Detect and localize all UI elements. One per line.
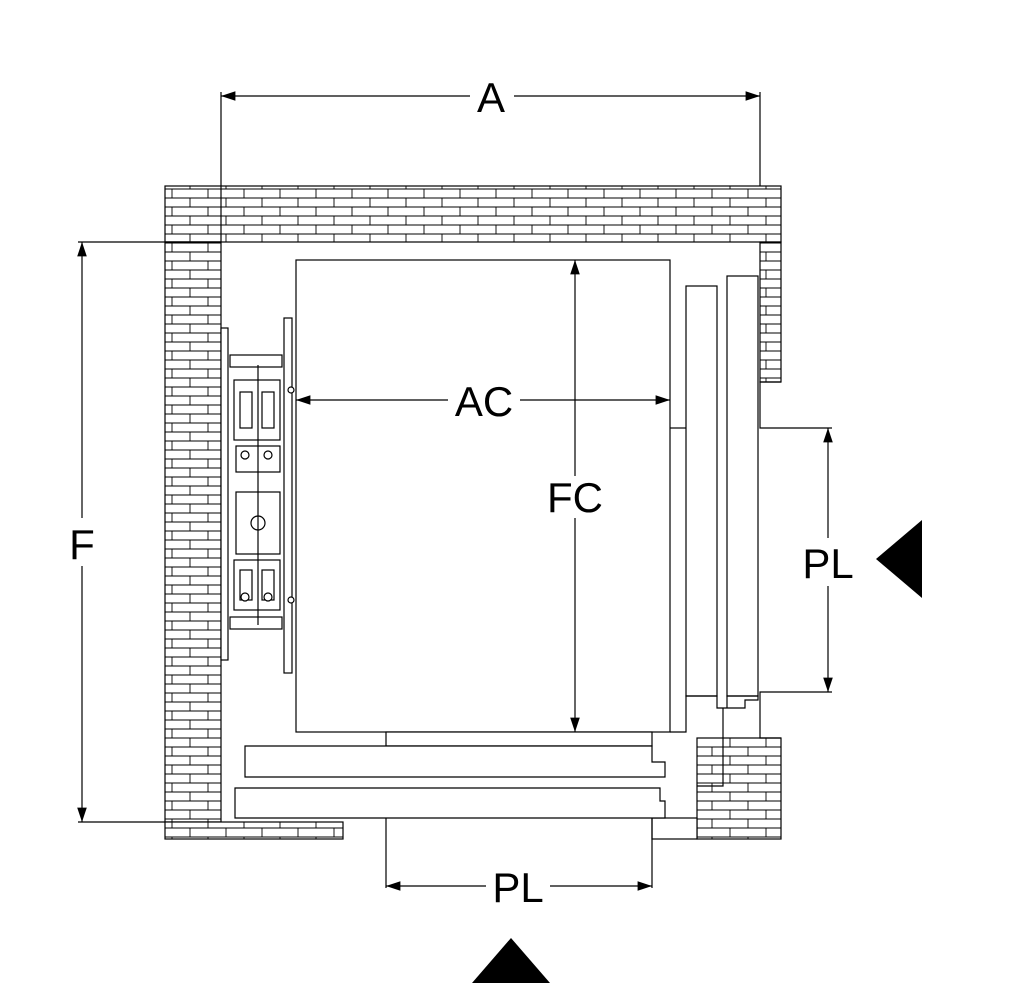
bottom-wall-right [651, 817, 698, 840]
right-wall-upper [759, 241, 782, 383]
dimension-pl-side-label: PL [802, 540, 853, 587]
shaft-walls [164, 185, 782, 840]
dimension-a-label: A [477, 74, 505, 121]
dimension-pl-side: PL [796, 428, 860, 692]
guide-rail-assembly [220, 317, 295, 674]
left-wall [164, 241, 222, 823]
front-door-panels [234, 731, 666, 888]
dimension-fc: FC [542, 260, 608, 732]
dimension-ac: AC [296, 378, 670, 425]
car-outline [295, 259, 671, 733]
triangle-left-icon [876, 520, 922, 598]
side-door-panels [670, 275, 759, 787]
dimension-f: F [64, 241, 221, 823]
dimension-ac-label: AC [455, 378, 513, 425]
top-wall [164, 185, 782, 243]
dimension-a: A [220, 74, 761, 242]
triangle-up-icon [472, 938, 550, 983]
dimension-f-label: F [69, 521, 95, 568]
dimension-pl-front: PL [386, 864, 652, 911]
dimension-fc-label: FC [547, 474, 603, 521]
side-door-frame [759, 381, 832, 739]
bottom-wall-left [164, 821, 344, 840]
right-wall-lower [696, 737, 782, 840]
dimension-pl-front-label: PL [492, 864, 543, 911]
